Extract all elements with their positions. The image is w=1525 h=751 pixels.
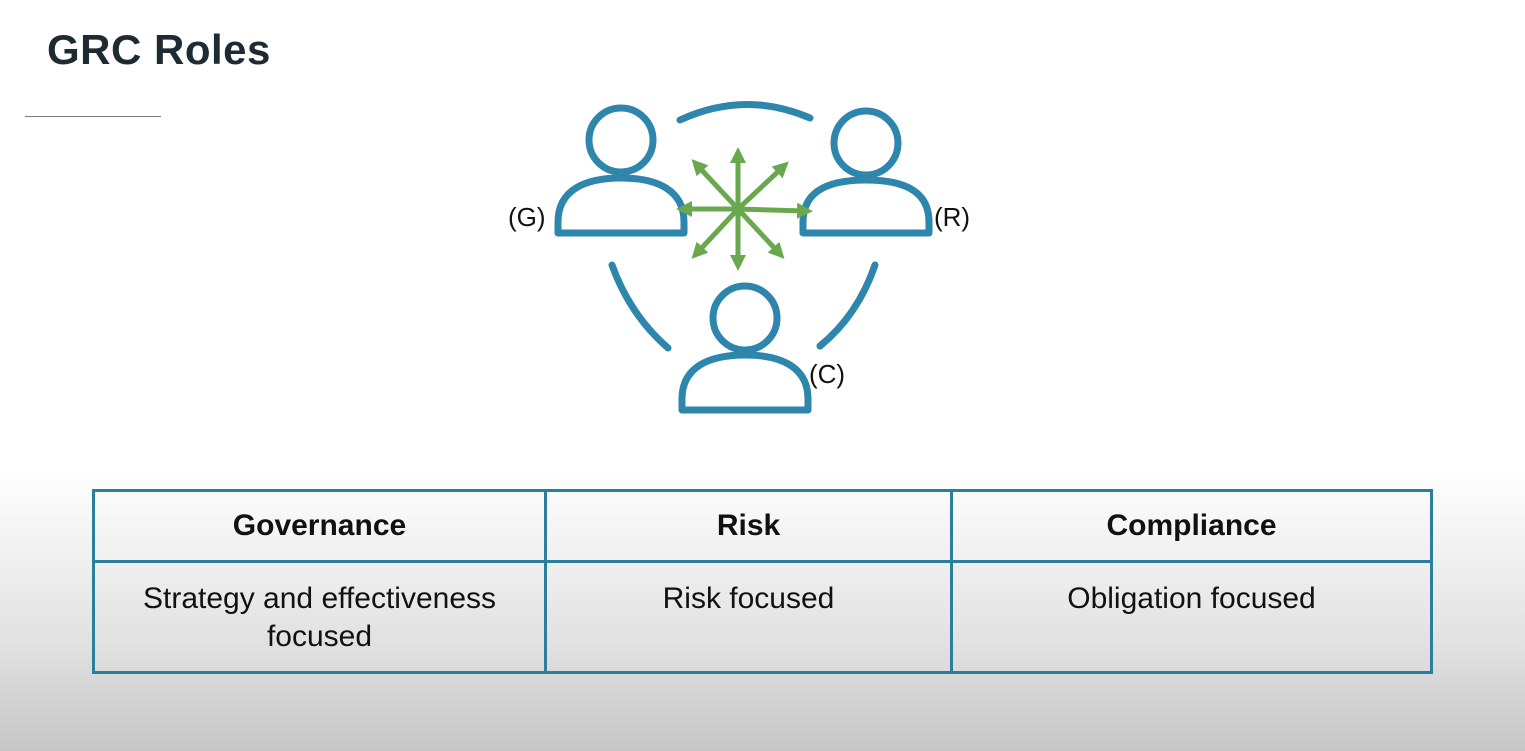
arc-left <box>608 261 672 352</box>
header-governance: Governance <box>92 489 547 563</box>
cell-risk-focus: Risk focused <box>544 560 953 674</box>
table-row: Strategy and effectiveness focused Risk … <box>92 560 1433 674</box>
slide-title: GRC Roles <box>47 26 271 73</box>
header-risk: Risk <box>544 489 953 563</box>
header-compliance: Compliance <box>950 489 1433 563</box>
person-governance-icon <box>554 104 688 237</box>
label-governance: (G) <box>508 202 546 232</box>
label-risk: (R) <box>934 202 970 232</box>
interaction-arrows-icon <box>675 146 813 272</box>
connection-arcs <box>608 101 879 352</box>
label-compliance: (C) <box>809 359 845 389</box>
table-header-row: Governance Risk Compliance <box>92 489 1433 563</box>
title-divider <box>25 116 161 117</box>
person-risk-icon <box>799 107 933 237</box>
person-compliance-icon <box>678 282 812 414</box>
cell-compliance-focus: Obligation focused <box>950 560 1433 674</box>
cell-governance-focus: Strategy and effectiveness focused <box>92 560 547 674</box>
arc-right <box>816 261 879 350</box>
grc-roles-table: Governance Risk Compliance Strategy and … <box>92 489 1433 674</box>
arc-top <box>676 101 814 124</box>
